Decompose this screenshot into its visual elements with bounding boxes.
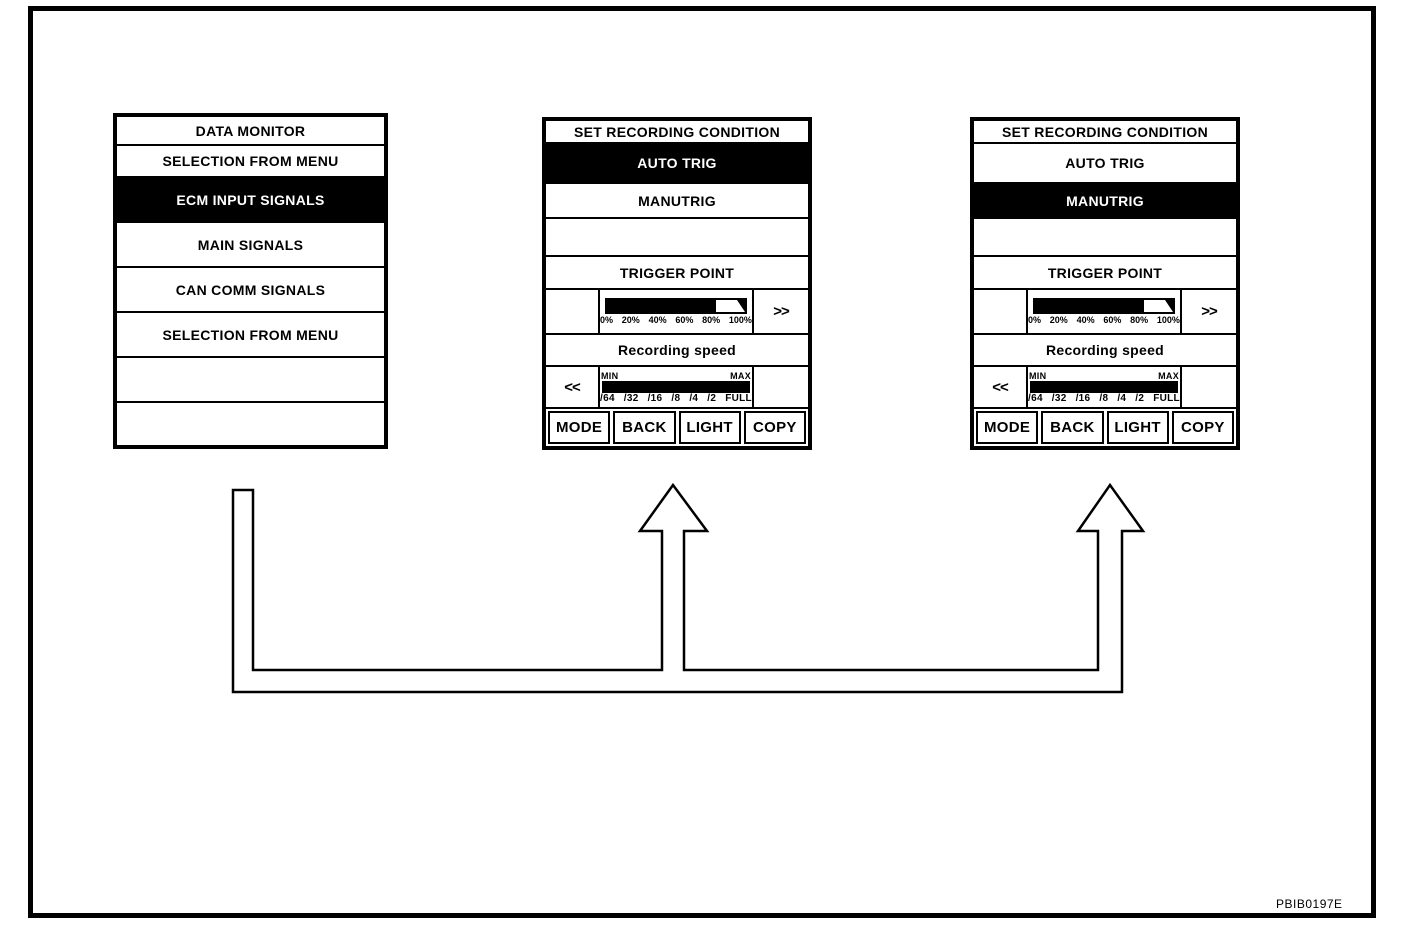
soft-key-mode[interactable]: MODE xyxy=(976,411,1039,444)
tick-label: 40% xyxy=(1076,315,1095,325)
tick-label: /64 xyxy=(1028,392,1043,404)
trigger-point-row: 0% 20% 40% 60% 80% 100% >> xyxy=(974,290,1236,335)
trigger-bar-fill xyxy=(607,300,717,312)
set-recording-condition-screen-manu: SET RECORDING CONDITION AUTO TRIG MANUTR… xyxy=(970,117,1240,450)
empty-row xyxy=(546,219,808,257)
soft-key-copy[interactable]: COPY xyxy=(1171,411,1234,444)
option-manu-trig[interactable]: MANUTRIG xyxy=(546,184,808,219)
data-monitor-title: DATA MONITOR xyxy=(117,117,384,146)
trigger-tick-labels: 0% 20% 40% 60% 80% 100% xyxy=(600,315,752,325)
tick-label: FULL xyxy=(1153,392,1180,404)
trigger-point-label: TRIGGER POINT xyxy=(974,257,1236,290)
min-max-labels: MIN MAX xyxy=(1029,371,1179,381)
recording-speed-label: Recording speed xyxy=(974,335,1236,367)
option-auto-trig[interactable]: AUTO TRIG xyxy=(974,144,1236,184)
empty-row xyxy=(974,219,1236,257)
option-auto-trig[interactable]: AUTO TRIG xyxy=(546,144,808,184)
tick-label: 20% xyxy=(621,315,640,325)
trigger-position-marker xyxy=(1165,300,1173,312)
menu-empty-row xyxy=(117,403,384,445)
soft-key-row: MODE BACK LIGHT COPY xyxy=(546,409,808,446)
tick-label: 100% xyxy=(1156,315,1180,325)
flow-arrow-path xyxy=(231,482,1146,694)
tick-label: /4 xyxy=(1117,392,1127,404)
set-recording-condition-screen-auto: SET RECORDING CONDITION AUTO TRIG MANUTR… xyxy=(542,117,812,450)
fast-forward-icon[interactable]: >> xyxy=(773,303,790,320)
tick-label: 100% xyxy=(728,315,752,325)
tick-label: 0% xyxy=(600,315,614,325)
tick-label: 80% xyxy=(1130,315,1149,325)
panel-title: SET RECORDING CONDITION xyxy=(546,121,808,144)
trigger-point-row: 0% 20% 40% 60% 80% 100% >> xyxy=(546,290,808,335)
figure-code: PBIB0197E xyxy=(1276,897,1343,911)
tick-label: 40% xyxy=(648,315,667,325)
trigger-position-marker xyxy=(737,300,745,312)
max-label: MAX xyxy=(1158,370,1179,381)
panel-title: SET RECORDING CONDITION xyxy=(974,121,1236,144)
menu-item-selection-from-menu[interactable]: SELECTION FROM MENU xyxy=(117,146,384,178)
soft-key-row: MODE BACK LIGHT COPY xyxy=(974,409,1236,446)
min-label: MIN xyxy=(1029,370,1047,381)
tick-label: /32 xyxy=(1051,392,1067,404)
speed-level-bar xyxy=(602,380,750,393)
data-monitor-screen: DATA MONITOR SELECTION FROM MENU ECM INP… xyxy=(113,113,388,449)
option-manu-trig[interactable]: MANUTRIG xyxy=(974,184,1236,219)
recording-speed-label: Recording speed xyxy=(546,335,808,367)
tick-label: 0% xyxy=(1028,315,1042,325)
speed-tick-labels: /64 /32 /16 /8 /4 /2 FULL xyxy=(1028,393,1180,404)
tick-label: 20% xyxy=(1049,315,1068,325)
empty-cell xyxy=(1182,367,1236,407)
tick-label: 60% xyxy=(675,315,694,325)
trigger-point-label: TRIGGER POINT xyxy=(546,257,808,290)
soft-key-light[interactable]: LIGHT xyxy=(1106,411,1169,444)
trigger-bar-cell: 0% 20% 40% 60% 80% 100% xyxy=(1026,290,1182,333)
tick-label: /2 xyxy=(707,392,717,404)
speed-bar-cell: MIN MAX /64 /32 /16 /8 /4 /2 FULL xyxy=(598,367,754,407)
menu-item-main-signals[interactable]: MAIN SIGNALS xyxy=(117,223,384,268)
trigger-tick-labels: 0% 20% 40% 60% 80% 100% xyxy=(1028,315,1180,325)
recording-speed-row: << MIN MAX /64 /32 /16 /8 /4 /2 FULL xyxy=(546,367,808,409)
soft-key-back[interactable]: BACK xyxy=(1041,411,1104,444)
tick-label: /4 xyxy=(689,392,699,404)
speed-level-bar xyxy=(1030,380,1178,393)
tick-label: 80% xyxy=(702,315,721,325)
menu-item-can-comm-signals[interactable]: CAN COMM SIGNALS xyxy=(117,268,384,313)
speed-tick-labels: /64 /32 /16 /8 /4 /2 FULL xyxy=(600,393,752,404)
menu-item-ecm-input-signals[interactable]: ECM INPUT SIGNALS xyxy=(117,178,384,223)
tick-label: /16 xyxy=(1075,392,1091,404)
fast-forward-icon[interactable]: >> xyxy=(1201,303,1218,320)
recording-speed-row: << MIN MAX /64 /32 /16 /8 /4 /2 FULL xyxy=(974,367,1236,409)
max-label: MAX xyxy=(730,370,751,381)
figure-border-frame xyxy=(28,6,1376,918)
rewind-icon[interactable]: << xyxy=(564,378,581,396)
tick-label: 60% xyxy=(1103,315,1122,325)
empty-cell xyxy=(546,290,598,333)
tick-label: /32 xyxy=(623,392,639,404)
menu-empty-row xyxy=(117,358,384,403)
soft-key-back[interactable]: BACK xyxy=(613,411,676,444)
tick-label: /8 xyxy=(671,392,681,404)
soft-key-light[interactable]: LIGHT xyxy=(678,411,741,444)
trigger-bar-fill xyxy=(1035,300,1145,312)
speed-bar-cell: MIN MAX /64 /32 /16 /8 /4 /2 FULL xyxy=(1026,367,1182,407)
tick-label: /16 xyxy=(647,392,663,404)
min-label: MIN xyxy=(601,370,619,381)
empty-cell xyxy=(754,367,808,407)
tick-label: /64 xyxy=(600,392,615,404)
rewind-icon[interactable]: << xyxy=(992,378,1009,396)
trigger-bar-cell: 0% 20% 40% 60% 80% 100% xyxy=(598,290,754,333)
trigger-level-bar xyxy=(1033,298,1175,314)
empty-cell xyxy=(974,290,1026,333)
tick-label: /8 xyxy=(1099,392,1109,404)
min-max-labels: MIN MAX xyxy=(601,371,751,381)
soft-key-mode[interactable]: MODE xyxy=(548,411,611,444)
menu-item-selection-from-menu-2[interactable]: SELECTION FROM MENU xyxy=(117,313,384,358)
tick-label: /2 xyxy=(1135,392,1145,404)
trigger-level-bar xyxy=(605,298,747,314)
tick-label: FULL xyxy=(725,392,752,404)
soft-key-copy[interactable]: COPY xyxy=(743,411,806,444)
